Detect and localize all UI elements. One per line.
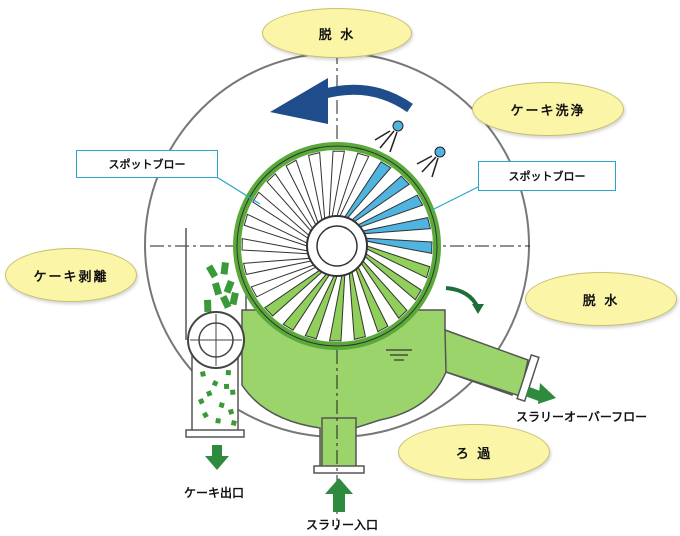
cake-particle [206, 264, 219, 279]
cake-outlet-arrow-icon [205, 445, 229, 470]
cake-particle [212, 282, 223, 296]
cake-particle [206, 390, 213, 397]
callout-spot-blow-left: スポットブロー [76, 150, 218, 178]
callout-leader-right [431, 186, 479, 211]
filter-drum-edge [236, 145, 438, 347]
drum-spokes [241, 150, 433, 342]
cake-particle [204, 299, 212, 312]
inlet-flange [313, 465, 365, 474]
callout-label-right: スポットブロー [508, 170, 586, 183]
label-slurry-overflow: スラリーオーバーフロー [516, 410, 648, 424]
callout-label-left: スポットブロー [108, 158, 186, 171]
cake-particle [200, 371, 206, 377]
stage-bubble-cake-peel: ケーキ剥離 [5, 248, 137, 302]
stage-bubble-dewater-top: 脱 水 [262, 8, 412, 58]
callout-spot-blow-right: スポットブロー [478, 161, 616, 191]
dewater-arrowhead-icon [472, 304, 484, 314]
liquid-level-icon [386, 349, 412, 361]
stage-bubble-filtration: ろ 過 [398, 424, 550, 480]
stage-bubble-dewater-right: 脱 水 [525, 272, 677, 326]
cake-particle [215, 417, 221, 424]
cake-particle [228, 408, 235, 415]
overflow-arrow-icon [525, 383, 556, 404]
stage-label-cake-wash: ケーキ洗浄 [510, 103, 586, 119]
inlet-pipe [321, 417, 357, 469]
cake-particle [225, 370, 231, 376]
stage-label-filtration: ろ 過 [455, 446, 493, 462]
overflow-flange [516, 353, 540, 403]
label-slurry-inlet: スラリー入口 [306, 518, 379, 532]
cake-particle [229, 389, 236, 395]
stage-label-cake-peel: ケーキ剥離 [33, 269, 109, 285]
stage-label-dewater-top: 脱 水 [318, 27, 356, 43]
rotation-arrowhead-icon [270, 78, 328, 124]
cake-particle [220, 262, 229, 275]
label-cake-outlet: ケーキ出口 [184, 486, 245, 500]
cake-particle [229, 292, 239, 306]
cake-hopper-flange [185, 429, 245, 438]
stage-label-dewater-right: 脱 水 [582, 293, 620, 309]
cake-particle [224, 383, 230, 389]
cake-particle [219, 295, 232, 309]
drum-hub-inner [316, 225, 358, 267]
cake-particle [218, 401, 225, 409]
stage-bubble-cake-wash: ケーキ洗浄 [472, 82, 624, 136]
spray-nozzle-icon [416, 146, 446, 178]
cake-particle [211, 380, 219, 387]
callout-leader-left [214, 175, 261, 205]
rotation-arrow-icon [318, 84, 413, 113]
cake-particle [198, 397, 205, 405]
slurry-inlet-arrow-icon [325, 478, 353, 512]
cake-particle [202, 411, 209, 419]
cake-particle [223, 280, 235, 294]
spray-nozzle-icon [374, 120, 404, 153]
cake-particle [230, 420, 237, 426]
